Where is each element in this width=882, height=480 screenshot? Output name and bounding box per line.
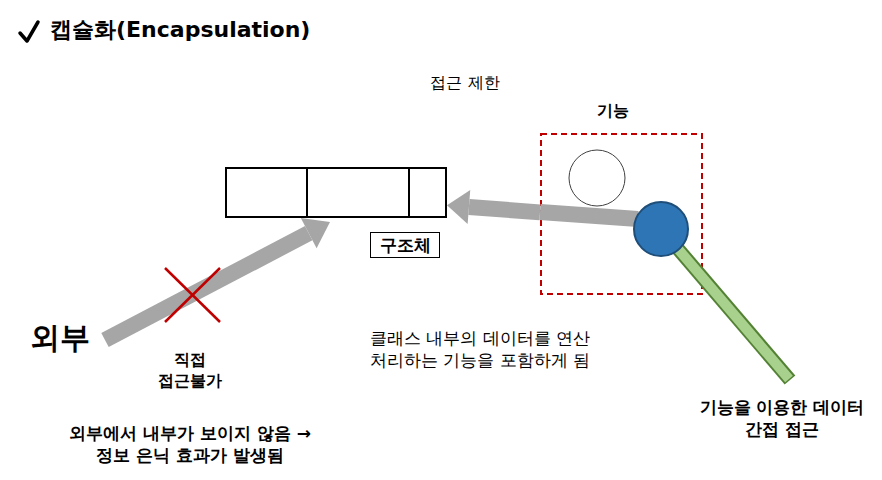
dashed-border bbox=[541, 134, 702, 294]
function-box-outline bbox=[540, 133, 703, 295]
annotation-text: 외부에서 내부가 보이지 않음 → 정보 은닉 효과가 발생됨 bbox=[65, 422, 315, 466]
capsule-function-half bbox=[462, 97, 780, 312]
cross-mark bbox=[165, 268, 220, 322]
check-mark bbox=[20, 22, 38, 41]
annotation-text: 직접 접근불가 bbox=[148, 350, 232, 392]
method-circle bbox=[569, 150, 625, 206]
cell-divider bbox=[306, 168, 308, 217]
capsule-outline bbox=[180, 97, 780, 312]
struct-box-outline bbox=[225, 167, 447, 218]
blocked-arrow-head bbox=[301, 218, 330, 248]
handle-stick bbox=[661, 229, 789, 379]
handle-outline bbox=[661, 229, 790, 380]
cell-divider bbox=[408, 168, 410, 217]
node-heading: 접근 제한 bbox=[430, 73, 499, 94]
function-box: 기능 bbox=[540, 133, 703, 295]
arrow-shaft bbox=[469, 207, 540, 212]
annotation-text: 외부 bbox=[30, 318, 90, 357]
arrow-head bbox=[447, 190, 470, 224]
capsule: 접근 제한기능구조체 bbox=[180, 97, 780, 312]
struct-cells bbox=[226, 168, 446, 217]
capsule-body bbox=[180, 97, 780, 312]
annotation-text: 클래스 내부의 데이터를 연산 처리하는 기능을 포함하게 됨 bbox=[330, 327, 630, 371]
method-circle-active bbox=[634, 202, 688, 256]
struct-box: 구조체 bbox=[225, 167, 447, 218]
annotation-text: 기능을 이용한 데이터 간접 접근 bbox=[699, 396, 865, 440]
title: 캡슐화(Encapsulation) bbox=[50, 16, 310, 45]
cross-mark bbox=[165, 268, 220, 322]
blocked-arrow-shaft bbox=[105, 233, 309, 340]
node-heading: 기능 bbox=[597, 101, 629, 122]
access-arrow-shaft bbox=[540, 212, 638, 219]
access-arrow bbox=[447, 190, 540, 224]
node-label-box: 구조체 bbox=[370, 232, 440, 258]
